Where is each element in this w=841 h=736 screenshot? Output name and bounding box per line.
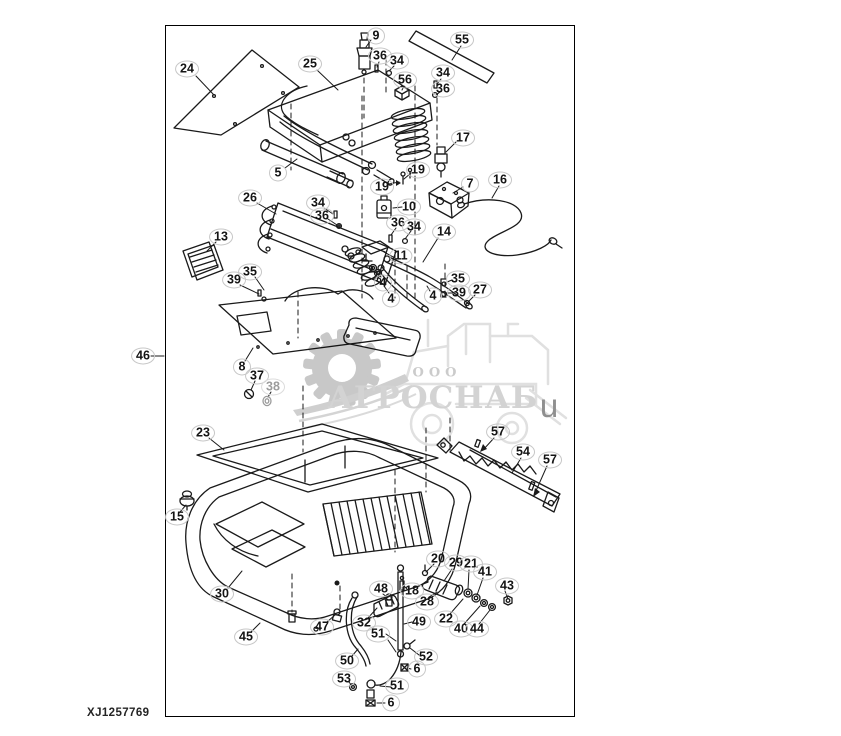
- part-43-nut: [503, 595, 513, 606]
- part-45-bolt: [287, 610, 297, 623]
- fasteners-middle: [333, 210, 409, 245]
- part-47-elbow: [331, 608, 343, 623]
- part-23-gasket: [196, 423, 439, 493]
- diagram-border: [165, 25, 575, 717]
- fittings-51-6-53: [348, 651, 402, 707]
- part-55-seal-strip: [408, 30, 495, 84]
- part-54-bracket: [436, 437, 561, 513]
- part-50-hose: [345, 591, 371, 667]
- part-16-hose: [456, 199, 563, 257]
- part-6-clamp: [400, 663, 409, 672]
- part-13-vent-grille: [182, 241, 224, 281]
- part-10-switch: [376, 195, 392, 219]
- part-9-receiver: [356, 32, 373, 75]
- part-27-clamp: [463, 299, 471, 307]
- part-19-screws: [400, 167, 413, 185]
- part-8-panel: [218, 287, 421, 357]
- fasteners-top: [374, 64, 439, 99]
- part-38-ring: [262, 395, 272, 407]
- part-52-bolt: [403, 639, 416, 650]
- part-30-tray: [185, 437, 472, 636]
- part-37-screw: [243, 388, 255, 400]
- part-5-tube: [260, 139, 354, 189]
- part-7-manifold-block: [428, 181, 470, 219]
- leader-lines: [150, 39, 548, 704]
- part-26-heater-core: [257, 202, 397, 287]
- part-25-condenser: [267, 69, 433, 186]
- image-code: XJ1257769: [87, 707, 150, 719]
- part-20-screw: [421, 564, 429, 577]
- washers-21-41-40-44: [463, 588, 497, 612]
- part-15-plug: [179, 490, 195, 511]
- part-17-valve: [434, 146, 448, 178]
- part-24-cover-panel: [173, 49, 300, 136]
